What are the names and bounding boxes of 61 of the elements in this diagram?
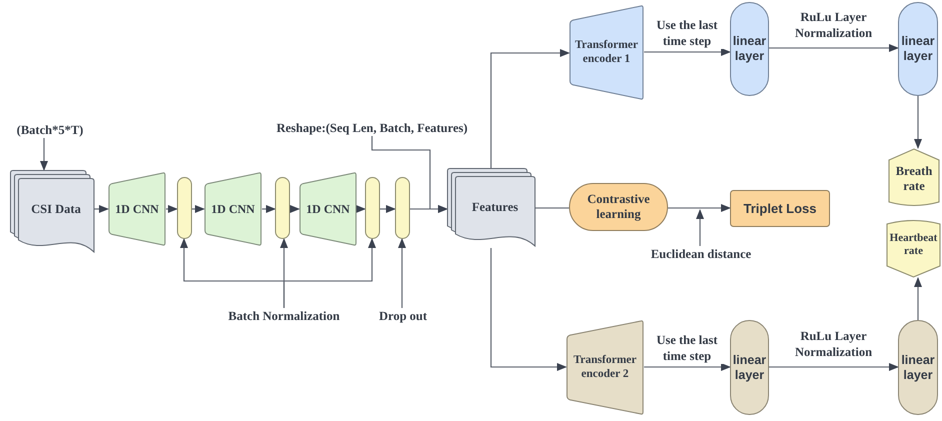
- features-document-stack: [447, 168, 535, 248]
- node-label: 1D CNN: [114, 200, 160, 218]
- arrow: [914, 277, 922, 320]
- annotation-text: Euclidean distance: [636, 246, 766, 262]
- layer-pill: [275, 177, 290, 239]
- node-label: Heartbeat rate: [888, 230, 938, 259]
- arrow: [371, 136, 448, 213]
- layer-pill: [395, 177, 410, 239]
- arrow: [380, 205, 396, 213]
- arrow: [166, 205, 178, 213]
- node-label: linear layer: [732, 352, 768, 384]
- annotation-text: Reshape:(Seq Len, Batch, Features): [262, 120, 482, 136]
- arrow: [94, 205, 109, 213]
- data-document-stack: [10, 170, 94, 254]
- arrow: [914, 96, 922, 149]
- arrow: [769, 44, 899, 52]
- arrow: [40, 138, 48, 171]
- node-label: linear layer: [732, 33, 768, 65]
- annotation-text: Batch Normalization: [214, 308, 354, 324]
- arrow: [668, 204, 731, 212]
- arrow: [490, 248, 567, 371]
- connector-line: [535, 207, 569, 209]
- annotation-text: Drop out: [368, 308, 438, 324]
- node-label: Breath rate: [894, 163, 934, 195]
- arrow: [696, 209, 704, 246]
- arrow: [356, 205, 366, 213]
- arrow: [644, 48, 731, 56]
- layer-pill: [177, 177, 192, 239]
- linear-layer-pill: [898, 320, 938, 415]
- process-box: [730, 190, 830, 227]
- output-hexagon: [888, 148, 940, 208]
- node-label: CSI Data: [30, 200, 82, 218]
- arrow: [262, 205, 276, 213]
- node-label: 1D CNN: [210, 200, 256, 218]
- process-rounded-box: [569, 183, 668, 231]
- arrow: [398, 238, 406, 308]
- arrow: [192, 205, 205, 213]
- linear-layer-pill: [898, 2, 938, 96]
- node-label: Transformer encoder 1: [574, 38, 639, 66]
- node-label: 1D CNN: [305, 200, 351, 218]
- linear-layer-pill: [730, 320, 769, 415]
- arrow: [644, 363, 731, 371]
- cnn-layer-trapezoid: [299, 172, 357, 246]
- arrow: [769, 363, 899, 371]
- node-label: linear layer: [900, 33, 936, 65]
- arrow: [283, 238, 376, 308]
- encoder-trapezoid: [569, 5, 644, 100]
- arrow: [290, 205, 300, 213]
- layer-pill: [365, 177, 380, 239]
- linear-layer-pill: [730, 2, 769, 96]
- cnn-layer-trapezoid: [108, 172, 166, 246]
- node-label: Contrastive learning: [586, 191, 651, 223]
- node-label: Transformer encoder 2: [572, 352, 638, 382]
- output-hexagon: [886, 218, 941, 278]
- annotation-text: (Batch*5*T): [8, 122, 92, 138]
- arrow: [490, 49, 570, 168]
- node-label: linear layer: [900, 352, 936, 384]
- cnn-layer-trapezoid: [204, 172, 262, 246]
- node-label: Triplet Loss: [742, 200, 818, 218]
- node-label: Features: [470, 198, 520, 216]
- encoder-trapezoid: [566, 320, 644, 415]
